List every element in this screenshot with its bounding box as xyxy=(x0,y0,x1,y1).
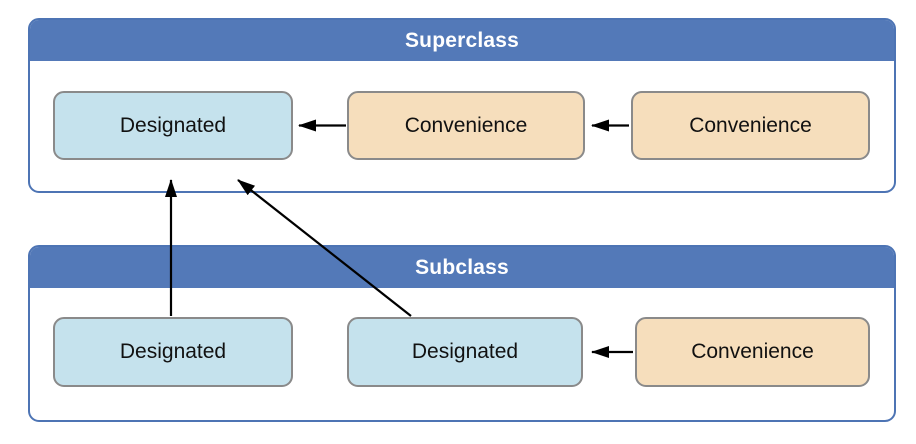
superclass-convenience-2-label: Convenience xyxy=(689,113,812,137)
superclass-convenience-1-box: Convenience xyxy=(347,91,585,160)
superclass-container: Superclass Designated Convenience Conven… xyxy=(28,18,896,193)
superclass-designated-label: Designated xyxy=(119,113,227,137)
subclass-designated-1-box: Designated xyxy=(53,317,293,387)
superclass-designated-box: Designated xyxy=(53,91,293,160)
subclass-designated-2-box: Designated xyxy=(347,317,583,387)
superclass-convenience-1-label: Convenience xyxy=(404,113,528,137)
superclass-title: Superclass xyxy=(404,28,520,52)
subclass-convenience-label: Convenience xyxy=(691,340,814,363)
subclass-header: Subclass xyxy=(30,247,894,288)
subclass-container: Subclass Designated Designated Convenien… xyxy=(28,245,896,422)
superclass-convenience-2-box: Convenience xyxy=(631,91,870,160)
subclass-title: Subclass xyxy=(415,255,509,279)
subclass-convenience-box: Convenience xyxy=(635,317,870,387)
subclass-designated-2-label: Designated xyxy=(411,340,519,363)
subclass-designated-1-label: Designated xyxy=(119,340,227,363)
superclass-header: Superclass xyxy=(30,20,894,61)
